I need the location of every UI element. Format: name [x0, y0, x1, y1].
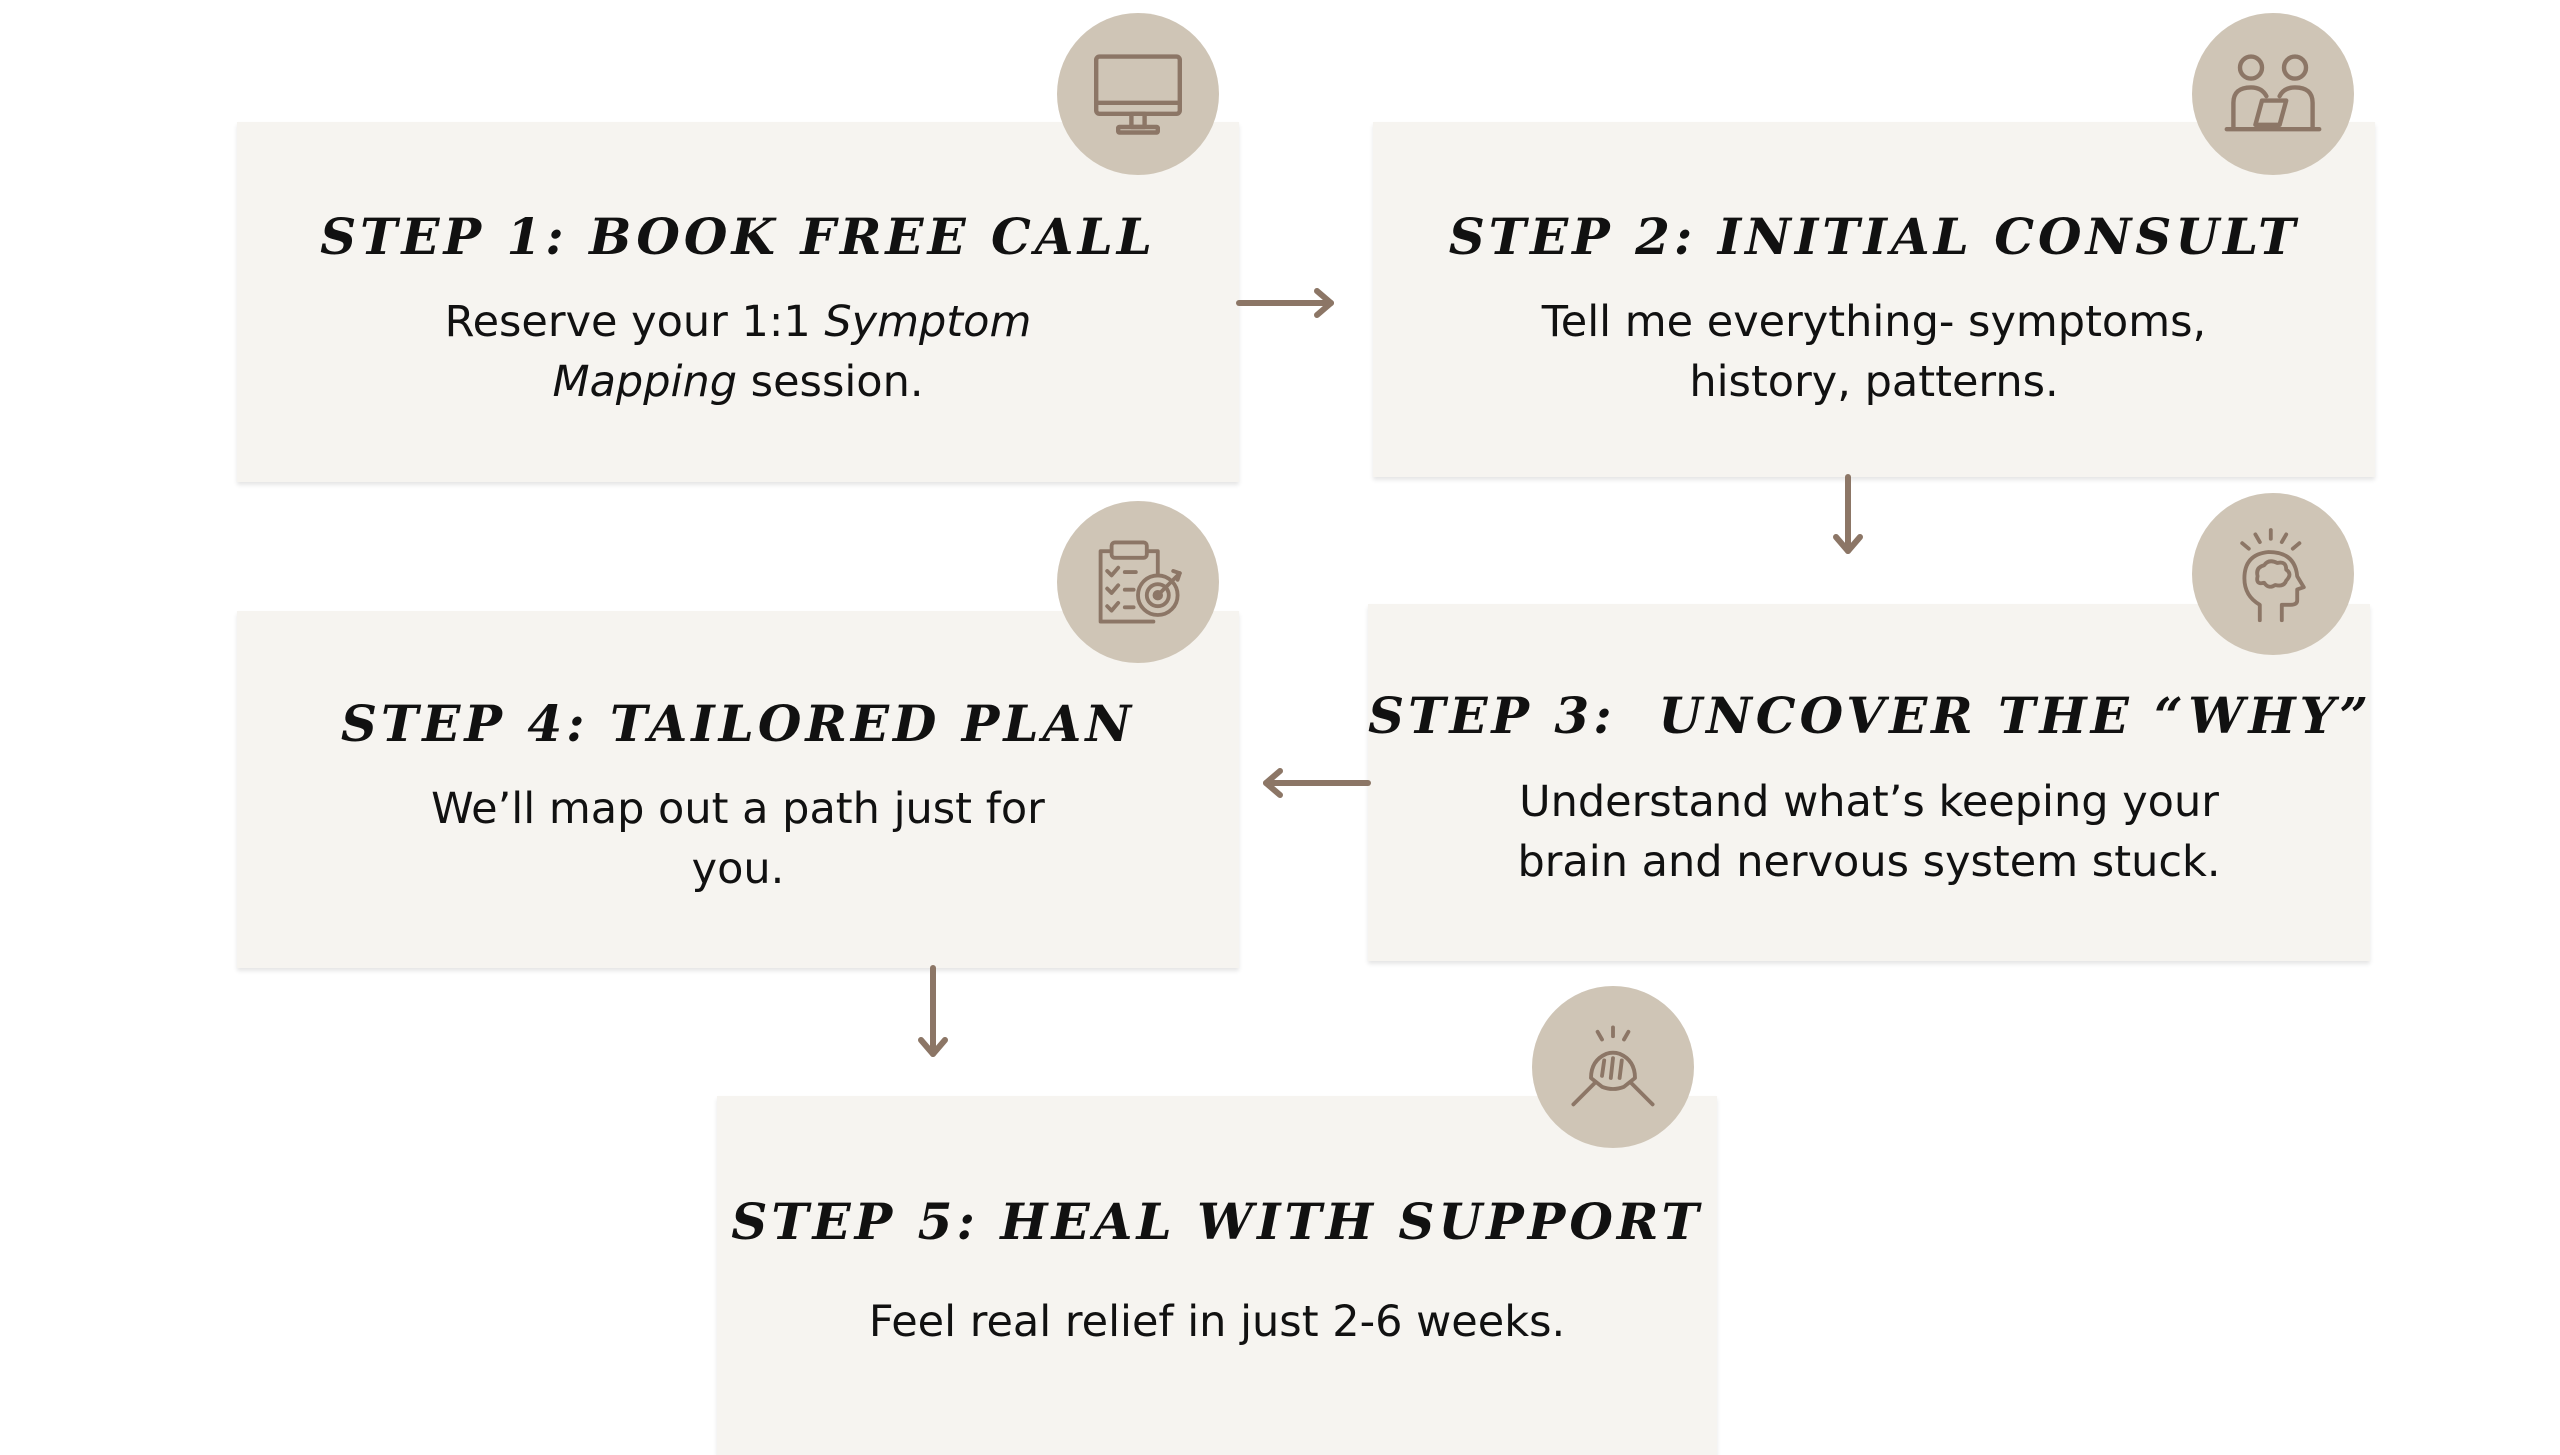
step-2-title: STEP 2: INITIAL CONSULT [1448, 207, 2300, 266]
step-1-title: STEP 1: BOOK FREE CALL [320, 207, 1156, 266]
step-3-description: Understand what’s keeping your brain and… [1517, 777, 2221, 887]
consultation-icon [2224, 54, 2322, 132]
step-5-title: STEP 5: HEAL WITH SUPPORT [731, 1192, 1703, 1251]
step-5-card: STEP 5: HEAL WITH SUPPORT Feel real reli… [717, 1096, 1717, 1455]
step-1-badge [1057, 13, 1219, 175]
step-5-description: Feel real relief in just 2-6 weeks. [868, 1297, 1566, 1347]
step-2-description: Tell me everything- symptoms, history, p… [1541, 297, 2207, 407]
step-1-desc-part2: session. [737, 357, 924, 407]
step-5-badge [1532, 986, 1694, 1148]
handshake-icon [1571, 1025, 1655, 1107]
step-4-title: STEP 4: TAILORED PLAN [340, 694, 1136, 753]
brain-head-icon [2240, 528, 2306, 623]
computer-monitor-icon [1094, 54, 1182, 135]
step-2-badge [2192, 13, 2354, 175]
step-1-desc-emphasis: Symptom Mapping [552, 297, 1032, 407]
arrow-step3-to-step4 [1263, 768, 1371, 798]
step-3-card: STEP 3: UNCOVER THE “WHY” Understand wha… [1368, 604, 2370, 961]
step-3-title: STEP 3: UNCOVER THE “WHY” [1368, 686, 2373, 745]
step-1-description: Reserve your 1:1 Symptom Mapping session… [237, 292, 1239, 412]
arrow-step2-to-step3 [1833, 474, 1863, 554]
arrow-step1-to-step2 [1236, 288, 1334, 318]
step-1-desc-part1: Reserve your 1:1 [444, 297, 825, 347]
step-3-badge [2192, 493, 2354, 655]
arrow-step4-to-step5 [918, 965, 948, 1057]
step-4-description: We’ll map out a path just for you. [431, 784, 1045, 894]
step-1-card: STEP 1: BOOK FREE CALL Reserve your 1:1 … [237, 122, 1239, 482]
step-2-card: STEP 2: INITIAL CONSULT Tell me everythi… [1373, 122, 2375, 477]
step-4-card: STEP 4: TAILORED PLAN We’ll map out a pa… [237, 611, 1239, 968]
clipboard-target-icon [1098, 540, 1182, 624]
step-4-badge [1057, 501, 1219, 663]
